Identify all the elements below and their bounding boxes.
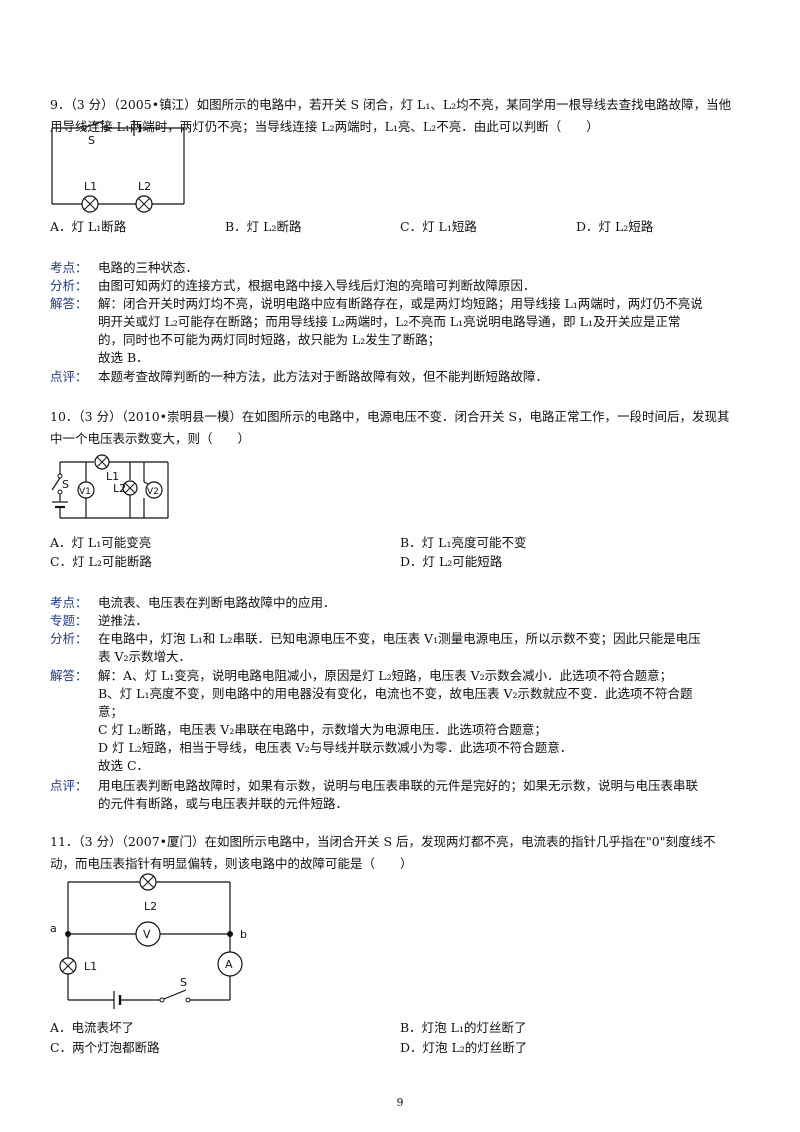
q9-fenxi-text: 由图可知两灯的连接方式，根据电路中接入导线后灯泡的亮暗可判断故障原因． xyxy=(98,278,536,293)
q9-jieda-line-3: 的，同时也不可能为两灯同时短路，故只能为 L₂发生了断路； xyxy=(98,332,441,347)
q9-dianping-text: 本题考查故障判断的一种方法，此方法对于断路故障有效，但不能判断短路故障． xyxy=(98,369,549,384)
q11-fig-voltmeter-label: V xyxy=(143,928,151,941)
q9-jieda-line-1: 解：闭合开关时两灯均不亮，说明电路中应有断路存在，或是两灯均短路；用导线接 L₁… xyxy=(98,296,703,311)
q10-option-c: C．灯 L₂可能断路 xyxy=(50,554,152,569)
q11-option-a: A．电流表坏了 xyxy=(50,1020,135,1035)
q11-fig-lamp2-label: L2 xyxy=(144,900,157,913)
q11-stem-line-1: 11．（3 分）（2007•厦门）在如图所示电路中，当闭合开关 S 后，发现两灯… xyxy=(50,834,716,849)
q11-fig-lamp1-label: L1 xyxy=(84,960,97,973)
page-number: 9 xyxy=(396,1096,404,1109)
q9-jieda-line-4: 故选 B． xyxy=(98,350,149,365)
q9-circuit-figure: S L1 L2 xyxy=(51,120,185,213)
q9-fenxi-label: 分析： xyxy=(50,278,88,293)
q11-option-c: C．两个灯泡都断路 xyxy=(50,1040,160,1055)
q10-jieda-line-2: B、灯 L₁亮度不变，则电路中的用电器没有变化，电流也不变，故电压表 V₂示数就… xyxy=(98,686,693,701)
q10-option-a: A．灯 L₁可能变亮 xyxy=(50,535,152,550)
q10-jieda-line-6: 故选 C． xyxy=(98,758,150,773)
q10-stem-line-2: 中一个电压表示数变大，则（ ） xyxy=(50,431,251,446)
q9-fig-lamp1-label: L1 xyxy=(84,180,97,193)
q10-fenxi-line-1: 在电路中，灯泡 L₁和 L₂串联．已知电源电压不变，电压表 V₁测量电源电压，所… xyxy=(98,631,701,646)
q9-kaodian-text: 电路的三种状态． xyxy=(98,260,199,275)
q9-option-c: C．灯 L₁短路 xyxy=(400,219,477,234)
q10-jieda-line-3: 意； xyxy=(98,704,124,719)
q10-jieda-label: 解答： xyxy=(50,668,88,683)
q9-fig-lamp2-label: L2 xyxy=(138,180,151,193)
q9-dianping-label: 点评： xyxy=(50,369,88,384)
q10-fenxi-line-2: 表 V₂示数增大． xyxy=(98,649,192,664)
q9-stem-line-1: 9．（3 分）（2005•镇江）如图所示的电路中，若开关 S 闭合，灯 L₁、L… xyxy=(50,97,732,112)
q10-dianping-line-2: 的元件有断路，或与电压表并联的元件短路． xyxy=(98,796,349,811)
q10-option-d: D．灯 L₂可能短路 xyxy=(400,554,503,569)
q9-option-a: A．灯 L₁断路 xyxy=(50,219,127,234)
q9-jieda-label: 解答： xyxy=(50,296,88,311)
q10-dianping-label: 点评： xyxy=(50,778,88,793)
q10-stem-line-1: 10．（3 分）（2010•崇明县一模）在如图所示的电路中，电源电压不变．闭合开… xyxy=(50,409,730,424)
q10-kaodian-label: 考点： xyxy=(50,595,88,610)
q10-fig-lamp1-label: L1 xyxy=(106,470,119,483)
q10-jieda-line-5: D 灯 L₂短路，相当于导线，电压表 V₂与导线并联示数减小为零．此选项不符合题… xyxy=(98,740,573,755)
q10-fig-switch-label: S xyxy=(62,478,69,491)
q10-circuit-figure: L1 S V1 L2 V2 xyxy=(51,454,169,519)
q10-fenxi-label: 分析： xyxy=(50,631,88,646)
q10-option-b: B．灯 L₁亮度可能不变 xyxy=(400,535,527,550)
q9-jieda-line-2: 明开关或灯 L₂可能存在断路；而用导线接 L₂两端时，L₂不亮而 L₁亮说明电路… xyxy=(98,314,681,329)
q10-fig-meter1-label: V1 xyxy=(79,487,91,497)
q11-option-d: D．灯泡 L₂的灯丝断了 xyxy=(400,1040,528,1055)
q11-fig-switch-label: S xyxy=(180,976,187,989)
q11-circuit-figure: L2 V a b L1 A S xyxy=(50,873,247,1009)
q11-fig-node-a: a xyxy=(50,922,57,935)
q11-stem-line-2: 动，而电压表指针有明显偏转，则该电路中的故障可能是（ ） xyxy=(50,856,413,871)
q10-fig-meter2-label: V2 xyxy=(147,487,159,497)
q11-fig-ammeter-label: A xyxy=(225,958,233,971)
q9-option-b: B．灯 L₂断路 xyxy=(225,219,302,234)
q11-option-b: B．灯泡 L₁的灯丝断了 xyxy=(400,1020,527,1035)
q10-jieda-line-4: C 灯 L₂断路，电压表 V₂串联在电路中，示数增大为电源电压．此选项符合题意； xyxy=(98,722,547,737)
q10-jieda-line-1: 解：A、灯 L₁变亮，说明电路电阻减小，原因是灯 L₂短路，电压表 V₂示数会减… xyxy=(98,668,673,683)
q11-fig-node-b: b xyxy=(240,928,247,941)
q10-dianping-line-1: 用电压表判断电路故障时，如果有示数，说明与电压表串联的元件是完好的；如果无示数，… xyxy=(98,778,699,793)
q9-stem-line-2: 用导线连接 L₁两端时，两灯仍不亮；当导线连接 L₂两端时，L₁亮、L₂不亮．由… xyxy=(50,119,599,134)
q9-fig-switch-label: S xyxy=(88,134,95,147)
q10-kaodian-text: 电流表、电压表在判断电路故障中的应用． xyxy=(98,595,336,610)
q10-zhuanti-text: 逆推法． xyxy=(98,613,149,628)
q9-option-d: D．灯 L₂短路 xyxy=(576,219,654,234)
q10-fig-lamp2-label: L2 xyxy=(113,482,126,495)
q10-zhuanti-label: 专题： xyxy=(50,613,88,628)
q9-kaodian-label: 考点： xyxy=(50,260,88,275)
